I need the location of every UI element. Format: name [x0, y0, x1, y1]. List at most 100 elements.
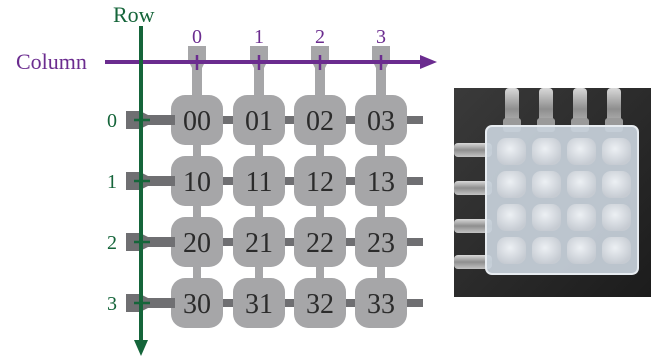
row-axis-label: Row	[113, 2, 155, 27]
cell-label: 21	[245, 228, 273, 259]
cell-00	[171, 95, 223, 145]
column-connector	[255, 143, 263, 158]
column-connectors	[193, 143, 385, 280]
column-connector	[193, 204, 201, 219]
row-connector	[344, 116, 357, 124]
cell-label: 31	[245, 289, 273, 320]
row-feeds	[126, 111, 175, 312]
cell-label: 23	[367, 228, 395, 259]
row-feed	[126, 172, 175, 190]
row-feed	[126, 294, 175, 312]
cell-12	[294, 156, 346, 206]
cell-13	[355, 156, 407, 206]
column-index-label: 1	[254, 26, 264, 48]
cell-label: 03	[367, 106, 395, 137]
photo-pad	[532, 138, 561, 165]
column-feed	[188, 46, 206, 99]
row-feed	[126, 111, 175, 129]
cell-label: 30	[183, 289, 211, 320]
photo-pad	[497, 138, 526, 165]
column-connector	[316, 143, 324, 158]
column-feed	[372, 46, 390, 99]
row-connector	[405, 299, 423, 307]
left-clip	[454, 219, 492, 233]
row-connector	[283, 299, 296, 307]
row-axis: Row	[113, 2, 155, 356]
cell-label: 10	[183, 167, 211, 198]
cell-label: 13	[367, 167, 395, 198]
row-connector	[344, 299, 357, 307]
substrate	[486, 126, 638, 274]
column-connector	[377, 143, 385, 158]
cell-30	[171, 278, 223, 328]
column-feeds	[188, 46, 390, 99]
photo-pad	[602, 204, 631, 231]
cell-31	[233, 278, 285, 328]
column-connector	[316, 265, 324, 280]
cell-23	[355, 217, 407, 267]
cell-label: 22	[306, 228, 334, 259]
cell-03	[355, 95, 407, 145]
cell-label: 02	[306, 106, 334, 137]
cell-11	[233, 156, 285, 206]
cell-20	[171, 217, 223, 267]
left-clip	[454, 255, 492, 269]
cell-label: 00	[183, 106, 211, 137]
photo-pad	[497, 237, 526, 264]
row-arrowhead-icon	[134, 340, 148, 356]
column-connector	[316, 204, 324, 219]
photo-pads	[497, 138, 631, 264]
photo-pad	[532, 204, 561, 231]
column-arrowhead-icon	[420, 55, 437, 69]
row-connectors	[221, 116, 423, 307]
row-connector	[405, 238, 423, 246]
cell-label: 11	[246, 167, 273, 198]
column-connector	[255, 204, 263, 219]
photo-pad	[602, 171, 631, 198]
cell-21	[233, 217, 285, 267]
column-index-label: 2	[315, 26, 325, 48]
row-index-label: 2	[107, 232, 117, 254]
photo-pad	[567, 204, 596, 231]
photo-pad	[602, 237, 631, 264]
column-axis-label: Column	[16, 49, 87, 74]
cell-22	[294, 217, 346, 267]
photo-pad	[497, 171, 526, 198]
cell-10	[171, 156, 223, 206]
cell-32	[294, 278, 346, 328]
column-axis: Column	[16, 49, 437, 74]
substrate-edge	[485, 125, 639, 275]
photo-pad	[567, 171, 596, 198]
cell-label: 12	[306, 167, 334, 198]
left-clip	[454, 181, 492, 195]
row-connector	[283, 238, 296, 246]
row-connector	[344, 238, 357, 246]
row-index-label: 1	[107, 171, 117, 193]
column-ticks	[195, 55, 383, 70]
column-connector	[377, 265, 385, 280]
left-clip	[454, 143, 492, 157]
row-feed	[126, 233, 175, 251]
column-feed	[311, 46, 329, 99]
photo-pad	[532, 237, 561, 264]
row-connector	[344, 177, 357, 185]
left-clips	[454, 143, 492, 269]
photo-pad	[497, 204, 526, 231]
row-connector	[221, 177, 235, 185]
row-index-label: 3	[107, 293, 117, 315]
cell-01	[233, 95, 285, 145]
column-index-label: 3	[376, 26, 386, 48]
cell-label: 33	[367, 289, 395, 320]
column-connector	[193, 265, 201, 280]
column-feed	[250, 46, 268, 99]
row-connector	[283, 177, 296, 185]
photo-pad	[567, 237, 596, 264]
row-connector	[405, 177, 423, 185]
row-connector	[221, 116, 235, 124]
photo-pad	[532, 171, 561, 198]
row-connector	[221, 299, 235, 307]
